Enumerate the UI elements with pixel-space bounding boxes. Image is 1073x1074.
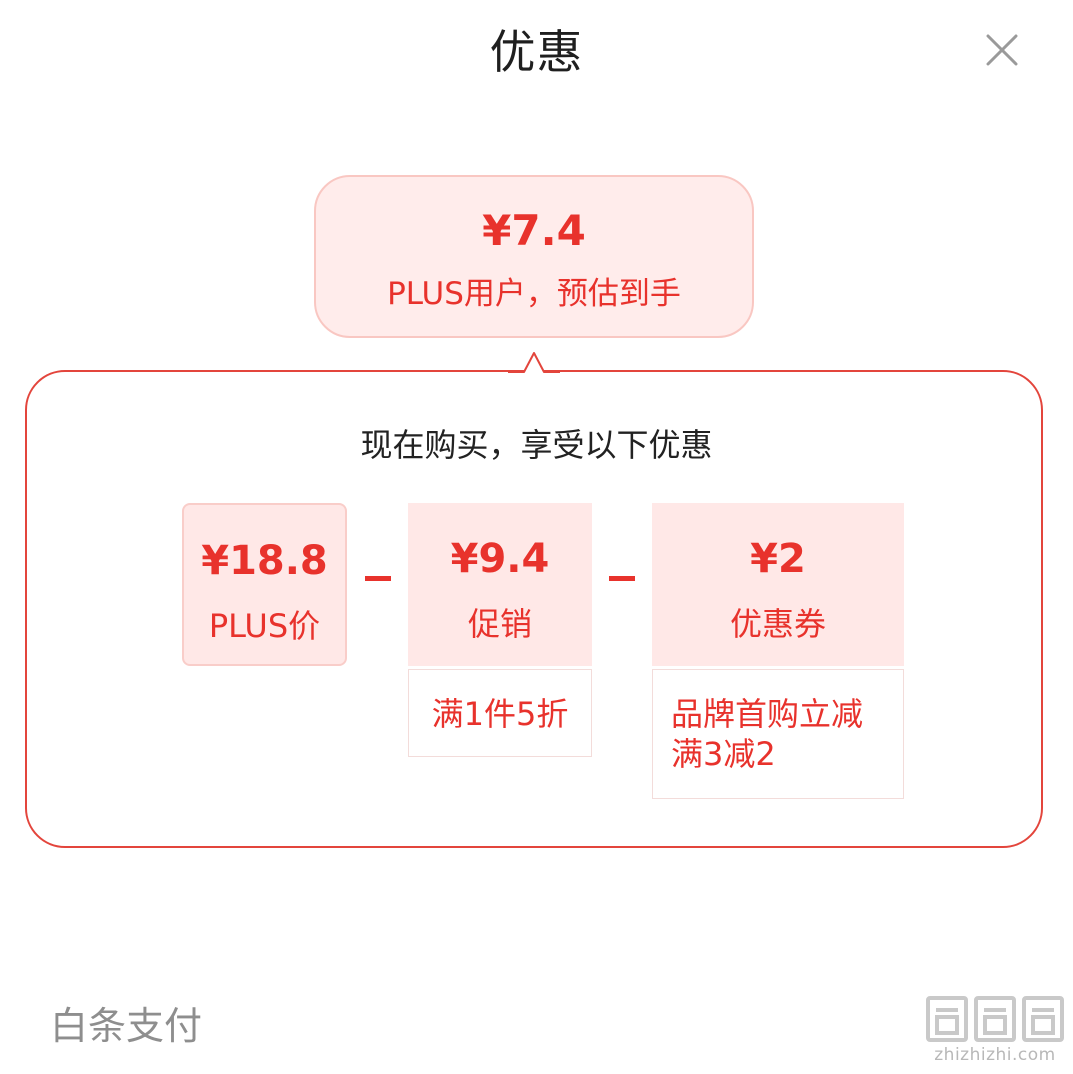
coupon-note-line: 满3减2 bbox=[671, 735, 776, 773]
coupon-box: ¥2 优惠券 bbox=[652, 503, 904, 666]
close-button[interactable] bbox=[980, 28, 1024, 72]
coupon-note: 品牌首购立减 满3减2 bbox=[652, 669, 904, 799]
coupon-amount: ¥2 bbox=[750, 536, 806, 582]
panel-pointer bbox=[506, 349, 562, 375]
estimated-price-bubble: ¥7.4 PLUS用户，预估到手 bbox=[314, 175, 754, 338]
promotion-note-text: 满1件5折 bbox=[431, 695, 569, 733]
close-icon bbox=[986, 34, 1018, 66]
estimated-price: ¥7.4 bbox=[482, 206, 586, 255]
plus-price-box: ¥18.8 PLUS价 bbox=[182, 503, 347, 666]
panel-heading: 现在购买，享受以下优惠 bbox=[360, 426, 713, 464]
plus-price-amount: ¥18.8 bbox=[201, 538, 328, 584]
promotion-amount: ¥9.4 bbox=[450, 536, 550, 582]
minus-icon bbox=[365, 576, 391, 581]
baitiao-payment-label[interactable]: 白条支付 bbox=[50, 1004, 203, 1048]
watermark-logo bbox=[922, 992, 1068, 1066]
page-title: 优惠 bbox=[489, 25, 584, 79]
coupon-caption: 优惠券 bbox=[729, 605, 826, 643]
promotion-note: 满1件5折 bbox=[408, 669, 592, 757]
minus-icon bbox=[609, 576, 635, 581]
coupon-note-line: 品牌首购立减 bbox=[671, 695, 864, 733]
promotion-caption: 促销 bbox=[467, 605, 532, 643]
promotion-box: ¥9.4 促销 bbox=[408, 503, 592, 666]
estimated-price-label: PLUS用户，预估到手 bbox=[387, 276, 681, 312]
plus-price-caption: PLUS价 bbox=[208, 607, 321, 645]
watermark-site: zhizhizhi.com bbox=[934, 1045, 1056, 1065]
